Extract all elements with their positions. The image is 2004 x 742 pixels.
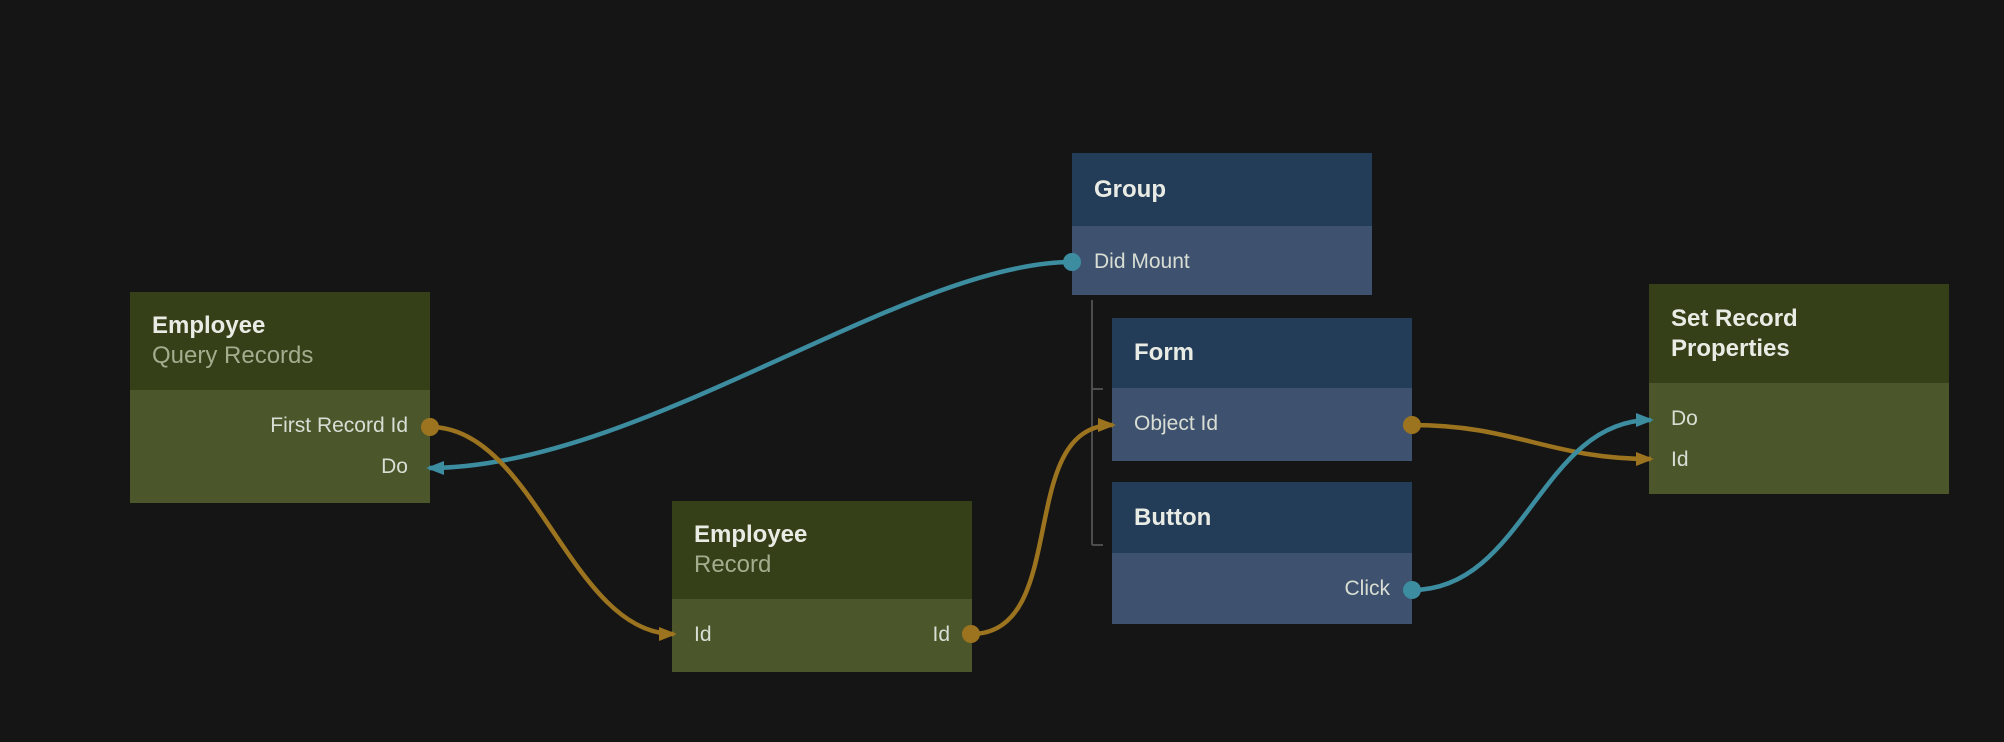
node-subtitle: Record xyxy=(694,551,772,578)
port-do[interactable]: Do xyxy=(130,446,430,487)
edge-click-to-do[interactable] xyxy=(1411,413,1654,593)
port-id-row[interactable]: Id Id xyxy=(672,614,972,655)
port-label: Id xyxy=(1671,447,1689,471)
node-header: Employee Record xyxy=(672,501,972,599)
node-body: First Record Id Do xyxy=(130,390,430,503)
node-subtitle: Query Records xyxy=(152,342,314,369)
node-form[interactable]: Form Object Id xyxy=(1112,318,1412,461)
node-employee-record[interactable]: Employee Record Id Id xyxy=(672,501,972,672)
port-id[interactable]: Id xyxy=(1649,439,1949,480)
node-title: Employee xyxy=(694,521,808,548)
node-header: Employee Query Records xyxy=(130,292,430,390)
port-label: Do xyxy=(381,454,408,478)
edge-recordid-to-objectid[interactable] xyxy=(970,418,1116,637)
node-body: Id Id xyxy=(672,599,972,672)
node-header: Set Record Properties xyxy=(1649,284,1949,383)
node-title: Set Record Properties xyxy=(1671,304,1798,362)
node-title: Button xyxy=(1134,503,1212,531)
node-title: Employee xyxy=(152,312,266,339)
node-header: Group xyxy=(1072,153,1372,226)
port-click[interactable]: Click xyxy=(1112,568,1412,609)
node-group[interactable]: Group Did Mount xyxy=(1072,153,1372,295)
node-button[interactable]: Button Click xyxy=(1112,482,1412,624)
port-label: First Record Id xyxy=(270,413,408,437)
node-header: Button xyxy=(1112,482,1412,553)
node-title: Group xyxy=(1094,175,1166,203)
port-do[interactable]: Do xyxy=(1649,398,1949,439)
edge-didmount-to-do[interactable] xyxy=(426,259,1073,475)
edge-firstrecordid-to-id[interactable] xyxy=(429,424,677,641)
node-title: Form xyxy=(1134,339,1194,366)
port-id-in-label: Id xyxy=(694,622,712,646)
port-object-id[interactable]: Object Id xyxy=(1112,403,1412,444)
edge-objectid-to-id[interactable] xyxy=(1411,422,1654,466)
node-body: Object Id xyxy=(1112,388,1412,461)
group-children-tree-line xyxy=(1091,300,1103,546)
node-body: Did Mount xyxy=(1072,226,1372,295)
port-label: Object Id xyxy=(1134,411,1219,435)
port-label: Do xyxy=(1671,406,1698,430)
port-id-out-label: Id xyxy=(932,622,950,646)
node-body: Do Id xyxy=(1649,383,1949,494)
node-set-record-properties[interactable]: Set Record Properties Do Id xyxy=(1649,284,1949,494)
port-label: Click xyxy=(1344,576,1391,600)
node-employee-query-records[interactable]: Employee Query Records First Record Id D… xyxy=(130,292,430,503)
port-first-record-id[interactable]: First Record Id xyxy=(130,405,430,446)
port-did-mount[interactable]: Did Mount xyxy=(1072,241,1372,282)
node-body: Click xyxy=(1112,553,1412,624)
node-header: Form xyxy=(1112,318,1412,388)
port-label: Did Mount xyxy=(1094,249,1190,273)
